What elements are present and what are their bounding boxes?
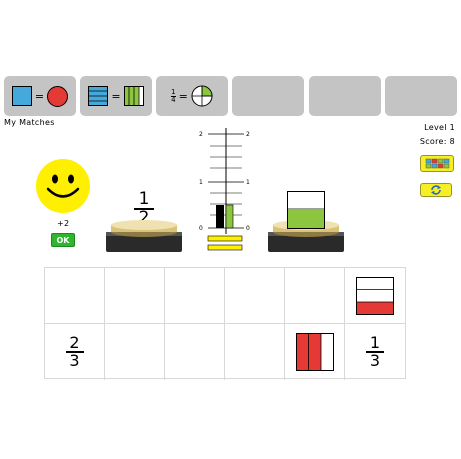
right-level-bar <box>225 204 234 229</box>
blue-square-icon <box>11 86 32 106</box>
match-slot-5[interactable] <box>309 76 381 116</box>
grid-cell[interactable] <box>105 324 165 380</box>
match-slot-6[interactable] <box>385 76 457 116</box>
fraction-denominator: 2 <box>138 207 150 228</box>
grid-cell[interactable] <box>105 268 165 324</box>
fraction-numerator: 1 <box>171 87 176 96</box>
quarter-circle-icon <box>191 85 213 107</box>
grid-cell[interactable]: 1 3 <box>345 324 405 380</box>
left-plate[interactable] <box>104 219 184 253</box>
striped-green-rect-icon <box>123 86 144 106</box>
card-grid: 2 3 1 3 <box>44 267 406 380</box>
smiley-face-icon <box>36 159 90 213</box>
grid-cell[interactable] <box>285 324 345 380</box>
match-slot-2[interactable]: = <box>80 76 152 116</box>
equals-sign: = <box>111 89 121 103</box>
fraction-card[interactable]: 1 3 <box>366 335 384 369</box>
slot-fraction: 1 4 <box>171 87 176 104</box>
refresh-icon <box>431 185 441 195</box>
grid-cell[interactable] <box>225 324 285 380</box>
scale-tick-left-1: 1 <box>199 179 203 186</box>
equals-sign: = <box>178 89 188 103</box>
show-matches-button[interactable] <box>420 155 454 172</box>
right-plate-container[interactable] <box>287 191 325 229</box>
fraction-numerator: 1 <box>369 333 381 353</box>
grid-icon <box>425 158 450 169</box>
match-slot-4[interactable] <box>232 76 304 116</box>
right-indicator <box>207 244 243 251</box>
grid-cell[interactable] <box>165 268 225 324</box>
grid-cell[interactable] <box>165 324 225 380</box>
balance-scale <box>207 128 244 251</box>
ok-button[interactable]: OK <box>51 233 75 247</box>
horizontal-thirds-card[interactable] <box>356 276 394 315</box>
left-plate-fraction[interactable]: 1 2 <box>134 191 154 227</box>
red-circle-icon <box>47 85 69 107</box>
match-slot-3[interactable]: 1 4 = <box>156 76 228 116</box>
left-indicator <box>207 235 243 242</box>
scale-tick-right-0: 0 <box>246 225 250 232</box>
level-label: Level 1 <box>424 123 455 132</box>
scale-tick-right-2: 2 <box>246 131 250 138</box>
fraction-denominator: 3 <box>69 350 80 370</box>
scale-tick-right-1: 1 <box>246 179 250 186</box>
match-slot-1[interactable]: = <box>4 76 76 116</box>
fraction-numerator: 2 <box>69 333 80 353</box>
grid-cell[interactable] <box>345 268 405 324</box>
left-level-bar <box>216 205 224 228</box>
grid-cell[interactable]: 2 3 <box>45 324 105 380</box>
score-label: Score: 8 <box>419 137 455 146</box>
my-matches-label: My Matches <box>4 118 55 127</box>
striped-blue-rect-icon <box>88 86 109 106</box>
equals-sign: = <box>34 89 45 103</box>
grid-cell[interactable] <box>45 268 105 324</box>
points-label: +2 <box>57 219 70 228</box>
grid-cell[interactable] <box>285 268 345 324</box>
grid-cell[interactable] <box>225 268 285 324</box>
scale-tick-left-2: 2 <box>199 131 203 138</box>
fraction-card[interactable]: 2 3 <box>65 333 84 370</box>
vertical-thirds-card[interactable] <box>295 333 334 371</box>
fraction-denominator: 3 <box>369 350 381 370</box>
refresh-button[interactable] <box>420 183 452 197</box>
scale-tick-left-0: 0 <box>199 225 203 232</box>
fraction-denominator: 4 <box>171 95 176 104</box>
fraction-numerator: 1 <box>138 189 150 209</box>
